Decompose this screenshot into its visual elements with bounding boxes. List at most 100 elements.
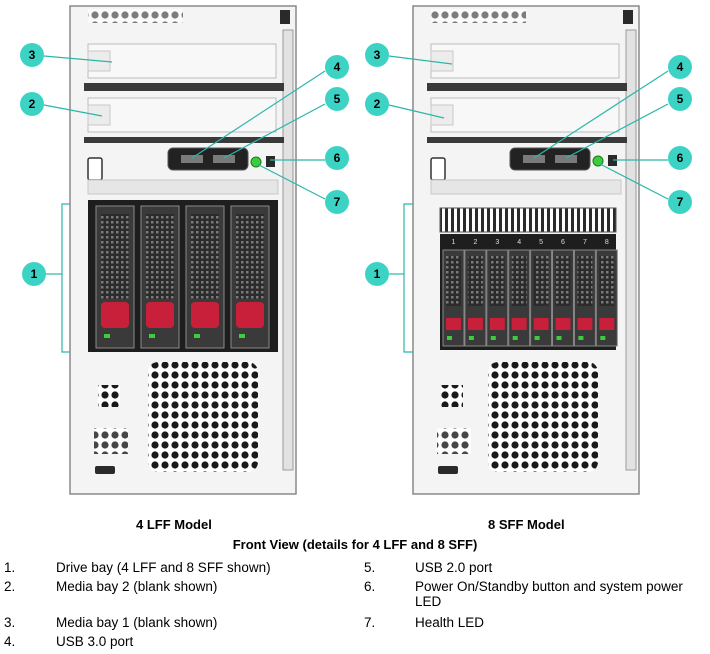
badge bbox=[438, 466, 458, 474]
media-bay-divider bbox=[427, 83, 627, 91]
svg-text:5: 5 bbox=[677, 92, 684, 106]
legend-num: 3. bbox=[4, 615, 16, 630]
sff-drive[interactable] bbox=[530, 249, 553, 347]
drive-slot-label: 3 bbox=[495, 239, 499, 246]
drive-latch[interactable] bbox=[489, 318, 505, 330]
usb-2-port[interactable] bbox=[213, 155, 235, 163]
drive-latch[interactable] bbox=[236, 302, 264, 328]
lock-icon bbox=[87, 157, 103, 181]
usb-3-port[interactable] bbox=[181, 155, 203, 163]
svg-text:5: 5 bbox=[334, 92, 341, 106]
media-bay-2-blank bbox=[430, 97, 620, 133]
usb-2-port[interactable] bbox=[555, 155, 577, 163]
drive-latch[interactable] bbox=[577, 318, 593, 330]
drive-led bbox=[194, 334, 200, 338]
svg-text:3: 3 bbox=[374, 48, 381, 62]
hex-vent bbox=[148, 362, 258, 472]
sff-drive[interactable] bbox=[442, 249, 465, 347]
drive-latch[interactable] bbox=[101, 302, 129, 328]
drive-led bbox=[149, 334, 155, 338]
svg-text:6: 6 bbox=[334, 151, 341, 165]
callout-6: 6 bbox=[668, 146, 692, 170]
legend-num: 6. bbox=[364, 579, 376, 594]
svg-text:3: 3 bbox=[29, 48, 36, 62]
lff-drive[interactable] bbox=[230, 205, 270, 349]
svg-text:2: 2 bbox=[29, 97, 36, 111]
legend-text: Media bay 2 (blank shown) bbox=[56, 579, 218, 594]
legend-text: Media bay 1 (blank shown) bbox=[56, 615, 218, 630]
side-rail bbox=[282, 29, 294, 471]
status-strip bbox=[87, 179, 279, 195]
callout-5: 5 bbox=[325, 87, 349, 111]
drive-slot-label: 8 bbox=[605, 239, 609, 246]
status-strip bbox=[430, 179, 622, 195]
legend-num: 1. bbox=[4, 560, 16, 575]
sff-drive[interactable] bbox=[595, 249, 618, 347]
sff-drive[interactable] bbox=[464, 249, 487, 347]
drive-latch[interactable] bbox=[533, 318, 549, 330]
drive-slot-label: 1 bbox=[452, 239, 456, 246]
drive-slot-label: 7 bbox=[583, 239, 587, 246]
small-vent bbox=[94, 428, 128, 454]
drive-led bbox=[556, 336, 562, 340]
media-bay-divider bbox=[427, 137, 627, 143]
drive-latch[interactable] bbox=[511, 318, 527, 330]
svg-text:4: 4 bbox=[677, 60, 684, 74]
health-led bbox=[266, 156, 275, 167]
model-label-8sff: 8 SFF Model bbox=[488, 517, 565, 532]
small-vent bbox=[437, 428, 471, 454]
callout-3: 3 bbox=[365, 43, 389, 67]
sff-drive[interactable] bbox=[552, 249, 574, 347]
sff-grille bbox=[439, 207, 617, 233]
callout-4: 4 bbox=[325, 55, 349, 79]
lock-icon bbox=[430, 157, 446, 181]
callouts-left: 3 2 1 4 5 6 7 bbox=[20, 43, 349, 286]
drive-led bbox=[468, 336, 474, 340]
callout-4: 4 bbox=[668, 55, 692, 79]
callout-7: 7 bbox=[668, 190, 692, 214]
legend-text: Drive bay (4 LFF and 8 SFF shown) bbox=[56, 560, 271, 575]
svg-text:6: 6 bbox=[677, 151, 684, 165]
callouts-right: 3 2 1 4 5 6 7 bbox=[365, 43, 692, 286]
power-button[interactable] bbox=[592, 155, 604, 167]
lff-drive[interactable] bbox=[185, 205, 225, 349]
top-latch bbox=[623, 10, 633, 24]
svg-text:7: 7 bbox=[677, 195, 684, 209]
drive-led bbox=[512, 336, 518, 340]
lff-drive[interactable] bbox=[140, 205, 180, 349]
small-vent bbox=[441, 385, 463, 407]
callout-6: 6 bbox=[325, 146, 349, 170]
callout-3: 3 bbox=[20, 43, 44, 67]
usb-3-port[interactable] bbox=[523, 155, 545, 163]
legend-text: USB 2.0 port bbox=[415, 560, 493, 575]
drive-latch[interactable] bbox=[446, 318, 461, 330]
drive-latch[interactable] bbox=[555, 318, 571, 330]
legend-text: Health LED bbox=[415, 615, 485, 630]
drive-latch[interactable] bbox=[191, 302, 219, 328]
callout-7: 7 bbox=[325, 190, 349, 214]
legend-text: USB 3.0 port bbox=[56, 634, 134, 649]
callout-2: 2 bbox=[365, 92, 389, 116]
drive-latch[interactable] bbox=[146, 302, 174, 328]
sff-drive[interactable] bbox=[486, 249, 509, 347]
sff-drive[interactable] bbox=[508, 249, 531, 347]
drive-latch[interactable] bbox=[599, 318, 615, 330]
drive-led bbox=[578, 336, 584, 340]
media-bay-2-tab bbox=[430, 104, 454, 126]
side-rail bbox=[625, 29, 637, 471]
media-bay-divider bbox=[84, 137, 284, 143]
small-vent bbox=[98, 385, 120, 407]
legend-num: 4. bbox=[4, 634, 16, 649]
svg-text:1: 1 bbox=[374, 267, 381, 281]
top-latch bbox=[280, 10, 290, 24]
lff-drive[interactable] bbox=[95, 205, 135, 349]
media-bay-1-tab bbox=[430, 50, 454, 72]
callout-leaders bbox=[43, 55, 669, 353]
server-front-views: 1 2 3 4 5 6 7 8 3 2 1 4 5 6 7 3 bbox=[20, 5, 692, 495]
drive-latch[interactable] bbox=[467, 318, 483, 330]
drive-slot-label: 5 bbox=[539, 239, 543, 246]
drive-led bbox=[447, 336, 452, 340]
hex-vent bbox=[488, 362, 598, 472]
sff-drive[interactable] bbox=[573, 249, 596, 347]
legend-text: Power On/Standby button and system power… bbox=[415, 579, 683, 609]
